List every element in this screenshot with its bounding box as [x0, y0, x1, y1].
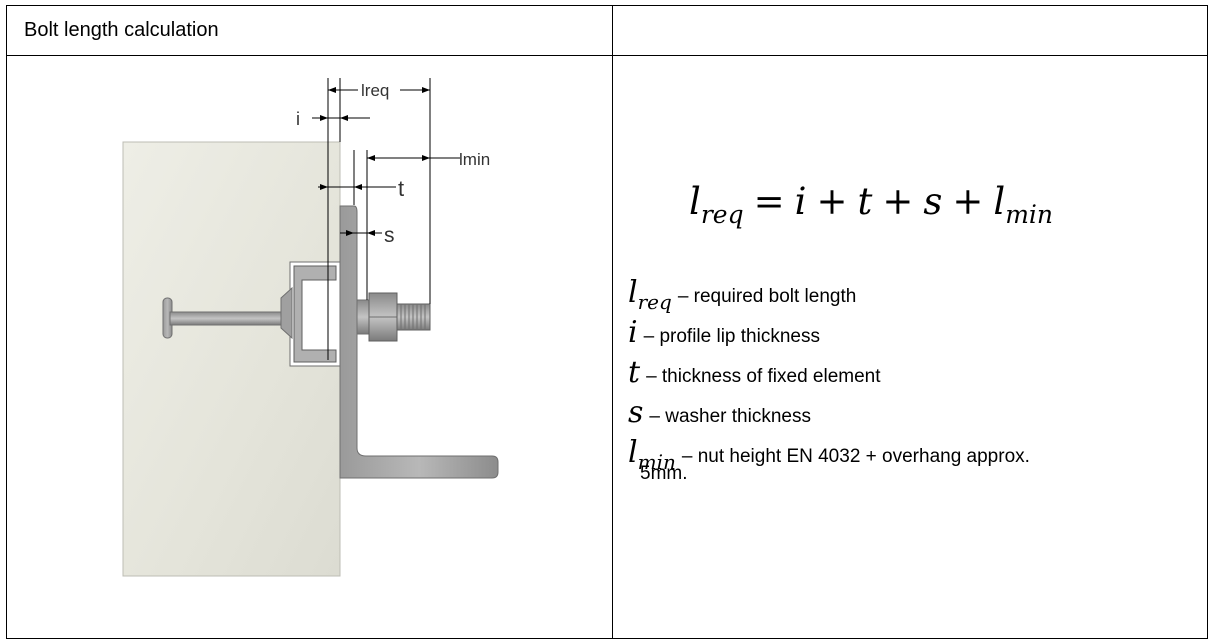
- formula-term-l-sub: min: [1005, 200, 1054, 229]
- formula-term-s: s: [923, 180, 943, 223]
- formula-term-i: i: [794, 180, 807, 223]
- definition-i: i– profile lip thickness: [628, 315, 1188, 355]
- definition-l-req: lreq– required bolt length: [628, 275, 1188, 315]
- label-l-min: lmin: [459, 150, 490, 169]
- formula-lhs-sub: req: [700, 200, 744, 229]
- def-symbol: lreq: [628, 275, 672, 314]
- def-description: – washer thickness: [649, 406, 811, 427]
- washer: [356, 299, 370, 335]
- formula-lhs: l: [689, 180, 701, 223]
- label-s: s: [384, 224, 395, 247]
- formula-equals: =: [753, 180, 785, 223]
- label-t: t: [398, 176, 404, 201]
- channel-profile: [289, 261, 341, 367]
- calculation-table: Bolt length calculation: [6, 5, 1208, 639]
- dimension-lines: [312, 78, 460, 360]
- symbol-definitions: lreq– required bolt length i– profile li…: [628, 275, 1188, 484]
- table-border-right: [1207, 5, 1208, 639]
- table-border-bottom: [6, 638, 1208, 639]
- bolt-length-formula: lreq=i+t+s+lmin: [689, 180, 1053, 229]
- table-header-title: Bolt length calculation: [24, 19, 219, 41]
- formula-plus-1: +: [816, 180, 848, 223]
- label-l-req: lreq: [361, 81, 389, 100]
- def-description-continued: 5mm.: [640, 463, 688, 484]
- def-symbol: s: [628, 395, 644, 430]
- dimension-arrows: [320, 87, 430, 236]
- angle-bracket: [339, 205, 499, 479]
- def-description: – nut height EN 4032 + overhang approx.: [681, 446, 1030, 467]
- definition-l-min: lmin– nut height EN 4032 + overhang appr…: [628, 435, 1188, 484]
- table-border-top: [6, 5, 1208, 6]
- formula-plus-3: +: [952, 180, 984, 223]
- def-symbol: i: [628, 315, 638, 350]
- def-symbol: t: [628, 355, 641, 390]
- label-i: i: [296, 109, 300, 129]
- def-description: – required bolt length: [677, 286, 857, 307]
- bolt: [280, 286, 431, 342]
- formula-term-l: l: [993, 180, 1006, 223]
- table-row-divider: [6, 55, 1208, 56]
- def-description: – profile lip thickness: [643, 326, 820, 347]
- def-symbol: lmin: [628, 435, 676, 474]
- t-bolt-head: [162, 297, 296, 339]
- def-description: – thickness of fixed element: [646, 366, 881, 387]
- definition-s: s– washer thickness: [628, 395, 1188, 435]
- table-column-divider: [612, 5, 613, 639]
- formula-plus-2: +: [882, 180, 914, 223]
- table-border-left: [6, 5, 7, 639]
- formula-term-t: t: [857, 180, 873, 223]
- definition-t: t– thickness of fixed element: [628, 355, 1188, 395]
